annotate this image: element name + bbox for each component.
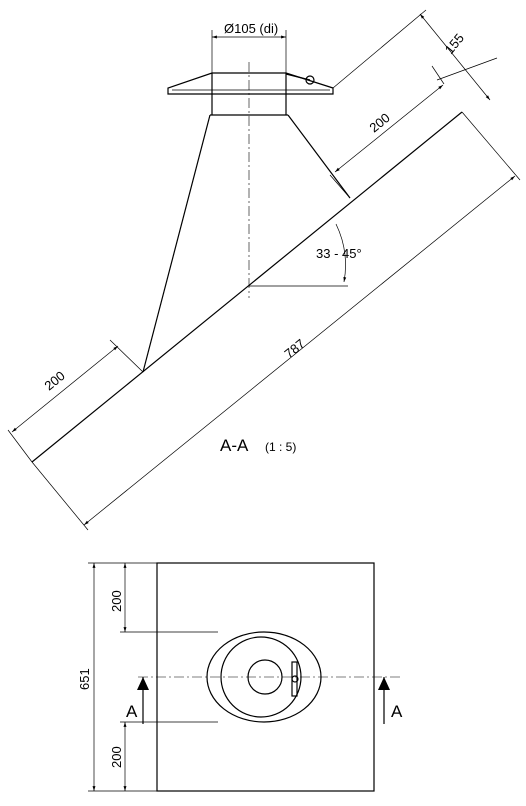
dim-155-line xyxy=(419,13,491,101)
clamp-band xyxy=(285,73,311,81)
dim-200u-line xyxy=(334,84,444,173)
angle-arc xyxy=(335,223,347,283)
section-arrow-left-head xyxy=(137,677,149,690)
section-arrow-right-head xyxy=(378,677,390,690)
section-view: Ø105 (di) 155 200 200 787 33 - 45° A-A (… xyxy=(7,9,521,531)
dim-787-ext-a xyxy=(31,461,89,531)
dim-200l-line xyxy=(11,345,119,433)
dim-top-label: 155 xyxy=(442,31,467,57)
dim-length-label: 787 xyxy=(281,336,307,361)
cone-left-edge xyxy=(142,114,211,373)
dim-total-label: 651 xyxy=(77,668,92,690)
dim-diameter-label: Ø105 (di) xyxy=(224,21,278,36)
clamp-bolt xyxy=(305,75,315,85)
dim-200l-ext-a xyxy=(109,339,144,373)
clamp-screw xyxy=(291,675,299,683)
section-marker-right: A xyxy=(391,702,403,721)
section-title: A-A xyxy=(220,436,249,455)
dim-155-ext-b xyxy=(436,57,498,81)
clamp-body xyxy=(291,661,298,697)
dim-200l-ext-b xyxy=(7,429,33,463)
section-marker-left: A xyxy=(126,702,138,721)
dim-200u-ext-a xyxy=(329,174,351,199)
plan-dim-bottom-label: 200 xyxy=(109,746,124,768)
dim-787-line xyxy=(83,175,516,526)
plan-dim-top-label: 200 xyxy=(109,590,124,612)
plan-view: A A 651 200 200 xyxy=(77,562,403,792)
cone-right-edge xyxy=(287,114,351,199)
angle-label: 33 - 45° xyxy=(316,246,362,261)
dim-155-ext-a xyxy=(332,9,427,89)
dim-upper-label: 200 xyxy=(366,110,392,135)
section-scale: (1 : 5) xyxy=(265,440,296,454)
dim-200u-ext-b xyxy=(431,65,445,85)
dim-787-ext-b xyxy=(461,111,521,181)
roof-slope-line xyxy=(31,111,463,463)
